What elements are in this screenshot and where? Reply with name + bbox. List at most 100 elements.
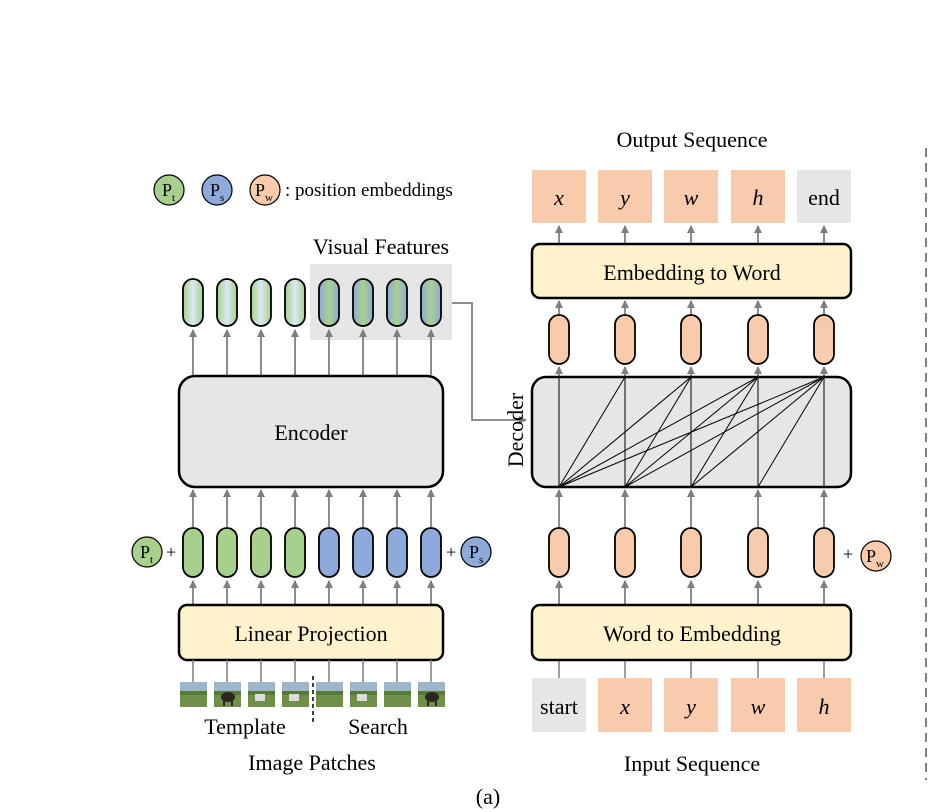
legend-ps-circle: Ps (201, 174, 233, 206)
input-sequence-label: Input Sequence (624, 751, 760, 776)
output-token-label: h (753, 185, 764, 210)
image-patch-thumbnail (350, 682, 377, 707)
search-embedding-token (420, 527, 442, 578)
search-embedding-token (352, 527, 374, 578)
attention-line (624, 376, 692, 488)
visual-feature-token (420, 278, 442, 327)
image-patches-label: Image Patches (248, 750, 376, 775)
decoder-label: Decoder (503, 392, 528, 467)
legend: Pt Ps Pw : position embeddings (153, 174, 453, 206)
attention-line (558, 376, 626, 488)
image-patch-thumbnail (418, 682, 445, 707)
search-embedding-token (318, 527, 340, 578)
visual-feature-tokens (182, 278, 442, 327)
decoder-input-arrows (555, 489, 828, 528)
decoder-output-embedding (680, 314, 702, 365)
features-to-decoder-arrow (452, 302, 527, 424)
search-embedding-token (386, 527, 408, 578)
image-patch-thumbnail (282, 682, 309, 707)
output-token-label: end (808, 185, 840, 210)
visual-feature-token (250, 278, 272, 327)
input-token-y: y (664, 678, 718, 732)
visual-feature-token (216, 278, 238, 327)
template-embedding-token (250, 527, 272, 578)
input-token-label: w (751, 694, 766, 719)
image-patch-thumbnail (180, 682, 207, 707)
output-token-end: end (797, 170, 851, 223)
decoder-output-embedding (614, 314, 636, 365)
input-token-x: x (598, 678, 652, 732)
ps-plus: + Ps (446, 536, 492, 568)
svg-text:Pt: Pt (162, 180, 175, 204)
input-token-label: start (540, 694, 578, 719)
svg-text:+: + (166, 542, 176, 562)
output-token-w: w (664, 170, 718, 223)
output-token-label: w (684, 185, 699, 210)
svg-text:Ps: Ps (210, 180, 224, 204)
input-token-start: start (532, 678, 586, 732)
input-token-label: h (819, 694, 830, 719)
causal-attention-lines (558, 376, 825, 488)
decoder-input-embedding (747, 527, 769, 578)
output-token-label: x (553, 185, 564, 210)
decoder-input-embedding (548, 527, 570, 578)
embedding-to-word-label: Embedding to Word (603, 260, 780, 285)
svg-text:Ps: Ps (469, 542, 483, 566)
visual-feature-token (182, 278, 204, 327)
template-embedding-token (284, 527, 306, 578)
figure-caption: (a) (476, 784, 500, 809)
visual-feature-token (352, 278, 374, 327)
visual-feature-token (386, 278, 408, 327)
projection-arrows (189, 580, 435, 604)
decoder-output-embeddings (548, 314, 835, 365)
decoder-output-embedding (548, 314, 570, 365)
output-token-label: y (618, 185, 630, 210)
input-token-label: y (684, 694, 696, 719)
word-to-embedding-label: Word to Embedding (603, 621, 781, 646)
output-token-x: x (532, 170, 586, 223)
encoder-block (177, 374, 445, 489)
image-patches (180, 660, 445, 707)
template-embedding-token (216, 527, 238, 578)
output-tokens: x y w h end (532, 170, 851, 223)
svg-text:+: + (843, 544, 853, 564)
legend-pw-circle: Pw (249, 174, 281, 206)
svg-text:+: + (446, 542, 456, 562)
search-label: Search (348, 714, 408, 739)
input-token-h: h (797, 678, 851, 732)
output-token-h: h (731, 170, 785, 223)
feature-arrows (189, 329, 435, 375)
legend-text: : position embeddings (285, 180, 453, 201)
image-patch-thumbnail (316, 682, 343, 707)
output-arrows (555, 225, 828, 244)
attention-line (690, 376, 759, 488)
svg-text:Pw: Pw (255, 180, 273, 204)
encoder-input-arrows (189, 489, 435, 527)
pw-plus: + Pw (843, 540, 892, 572)
visual-features-label: Visual Features (313, 234, 449, 259)
decoder-input-embedding (614, 527, 636, 578)
template-label: Template (204, 714, 286, 739)
visual-feature-token (318, 278, 340, 327)
decoder-output-embedding (747, 314, 769, 365)
linear-projection-label: Linear Projection (234, 621, 387, 646)
image-patch-thumbnail (214, 682, 241, 707)
visual-feature-token (284, 278, 306, 327)
pt-plus: Pt + (131, 536, 176, 568)
template-embedding-token (182, 527, 204, 578)
embedding-tokens (182, 527, 442, 578)
image-patch-thumbnail (384, 682, 411, 707)
image-patch-thumbnail (248, 682, 275, 707)
decoder-input-embedding (813, 527, 835, 578)
embedding-to-word-block (530, 242, 853, 300)
svg-text:Pw: Pw (866, 546, 884, 570)
attention-line (757, 376, 825, 488)
svg-text:Pt: Pt (140, 542, 153, 566)
input-token-w: w (731, 678, 785, 732)
output-token-y: y (598, 170, 652, 223)
decoder-input-embeddings (548, 527, 835, 578)
encoder-label: Encoder (274, 420, 348, 445)
word-to-embedding-arrows (555, 580, 828, 678)
